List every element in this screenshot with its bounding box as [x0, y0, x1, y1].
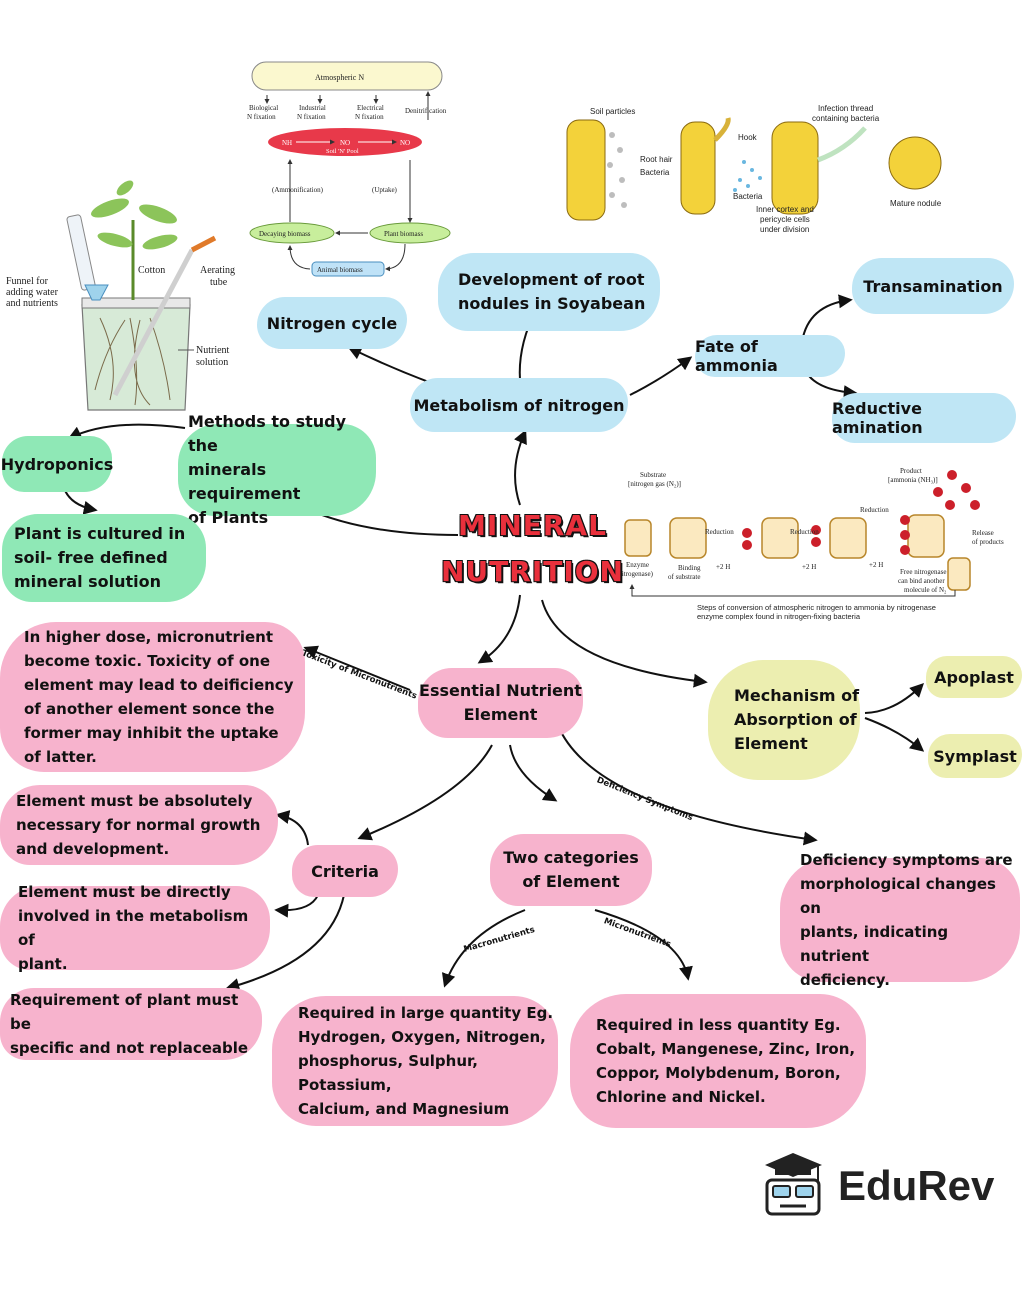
arrow-to-micronutrients: [594, 909, 693, 981]
macronutrients-node: Required in large quantity Eg. Hydrogen,…: [272, 996, 558, 1126]
hydroponics-node: Hydroponics: [1, 436, 113, 492]
essential-element-node: Essential Nutrient Element: [418, 668, 583, 738]
criteria-1-node: Element must be absolutely necessary for…: [0, 785, 278, 865]
product-label: Product[ammonia (NH₃)]: [888, 467, 938, 484]
enzyme-caption: Steps of conversion of atmospheric nitro…: [697, 603, 936, 621]
plant-biomass-label: Plant biomass: [384, 230, 423, 238]
enzyme-label: Enzyme(nitrogenase): [616, 561, 654, 578]
bacteria-label-2: Bacteria: [733, 192, 763, 201]
arrow-to-symplast: [864, 717, 925, 752]
soil-particles-label: Soil particles: [590, 107, 635, 116]
hook-label: Hook: [738, 133, 758, 142]
arrow-to-criteria-3: [225, 894, 345, 992]
bacteria-label: Bacteria: [640, 168, 670, 177]
toxicity-node: In higher dose, micronutrient become tox…: [0, 622, 305, 772]
h-label-1: +2 H: [716, 563, 730, 571]
arrow-to-criteria: [357, 744, 493, 841]
arrow-to-deficiency: [559, 729, 818, 846]
reductive-amination-node: Reductive amination: [832, 393, 1016, 443]
ammonification-label: (Ammonification): [272, 186, 324, 194]
decaying-biomass-label: Decaying biomass: [259, 230, 311, 238]
reduction-label-2: Reduction: [790, 528, 819, 536]
uptake-label: (Uptake): [372, 186, 398, 194]
root-hair-label: Root hair: [640, 155, 673, 164]
no2-label: NO: [340, 139, 350, 147]
micronutrients-node: Required in less quantity Eg. Cobalt, Ma…: [570, 994, 866, 1128]
two-categories-node: Two categories of Element: [490, 834, 652, 906]
arrow-to-macronutrients: [441, 909, 526, 988]
arrow-to-essential: [477, 594, 521, 664]
arrow-to-mechanism: [541, 599, 708, 688]
transamination-node: Transamination: [852, 258, 1014, 314]
criteria-3-node: Requirement of plant must be specific an…: [0, 988, 262, 1060]
root-nodule-diagram: Soil particles Root hair Bacteria Hook B…: [566, 104, 942, 234]
fate-ammonia-node: Fate of ammonia: [695, 335, 845, 377]
arrow-to-metabolism: [514, 429, 527, 506]
mature-nodule-label: Mature nodule: [890, 199, 942, 208]
animal-biomass-label: Animal biomass: [317, 266, 363, 274]
arrow-to-criteria-2: [274, 894, 319, 918]
reduction-label-3: Reduction: [860, 506, 889, 514]
methods-study-node: Methods to study the minerals requiremen…: [178, 412, 376, 527]
cotton-label: Cotton: [138, 265, 165, 276]
substrate-label: Substrate[nitrogen gas (N₂)]: [628, 471, 681, 488]
arrow-to-fate-ammonia: [629, 356, 693, 396]
criteria-node: Criteria: [292, 845, 398, 897]
mechanism-node: Mechanism of Absorption of Element: [708, 660, 860, 780]
soil-pool-label: Soil 'N' Pool: [326, 148, 359, 155]
arrow-to-apoplast: [864, 683, 924, 714]
nh3-label: NH: [282, 139, 292, 147]
atmospheric-n-label: Atmospheric N: [315, 73, 364, 82]
edurev-logo-icon: [765, 1153, 822, 1216]
mineral-nutrition-title: MINERAL NUTRITION: [440, 509, 624, 588]
arrow-to-two-categories: [509, 744, 558, 802]
no3-label: NO: [400, 139, 410, 147]
h-label-3: +2 H: [869, 561, 883, 569]
apoplast-node: Apoplast: [926, 656, 1022, 698]
criteria-2-node: Element must be directly involved in the…: [0, 883, 270, 973]
reduction-label-1: Reduction: [705, 528, 734, 536]
arrow-to-criteria-1: [275, 810, 309, 846]
edurev-logo-text: EduRev: [838, 1162, 995, 1209]
symplast-node: Symplast: [928, 734, 1022, 778]
arrow-to-toxicity: [303, 645, 411, 691]
metabolism-nitrogen-node: Metabolism of nitrogen: [410, 378, 628, 432]
root-nodules-node: Development of root nodules in Soyabean: [438, 253, 660, 331]
h-label-2: +2 H: [802, 563, 816, 571]
nitrogenase-diagram: Substrate[nitrogen gas (N₂)] Product[amm…: [616, 467, 1004, 621]
arrow-to-hydroponics: [67, 423, 186, 440]
connectors: [63, 294, 925, 992]
denitrification-label: Denitrification: [405, 107, 447, 115]
plant-cultured-node: Plant is cultured in soil- free defined …: [2, 514, 206, 602]
nitrogen-cycle-node: Nitrogen cycle: [257, 297, 407, 349]
deficiency-node: Deficiency symptoms are morphological ch…: [780, 851, 1020, 989]
